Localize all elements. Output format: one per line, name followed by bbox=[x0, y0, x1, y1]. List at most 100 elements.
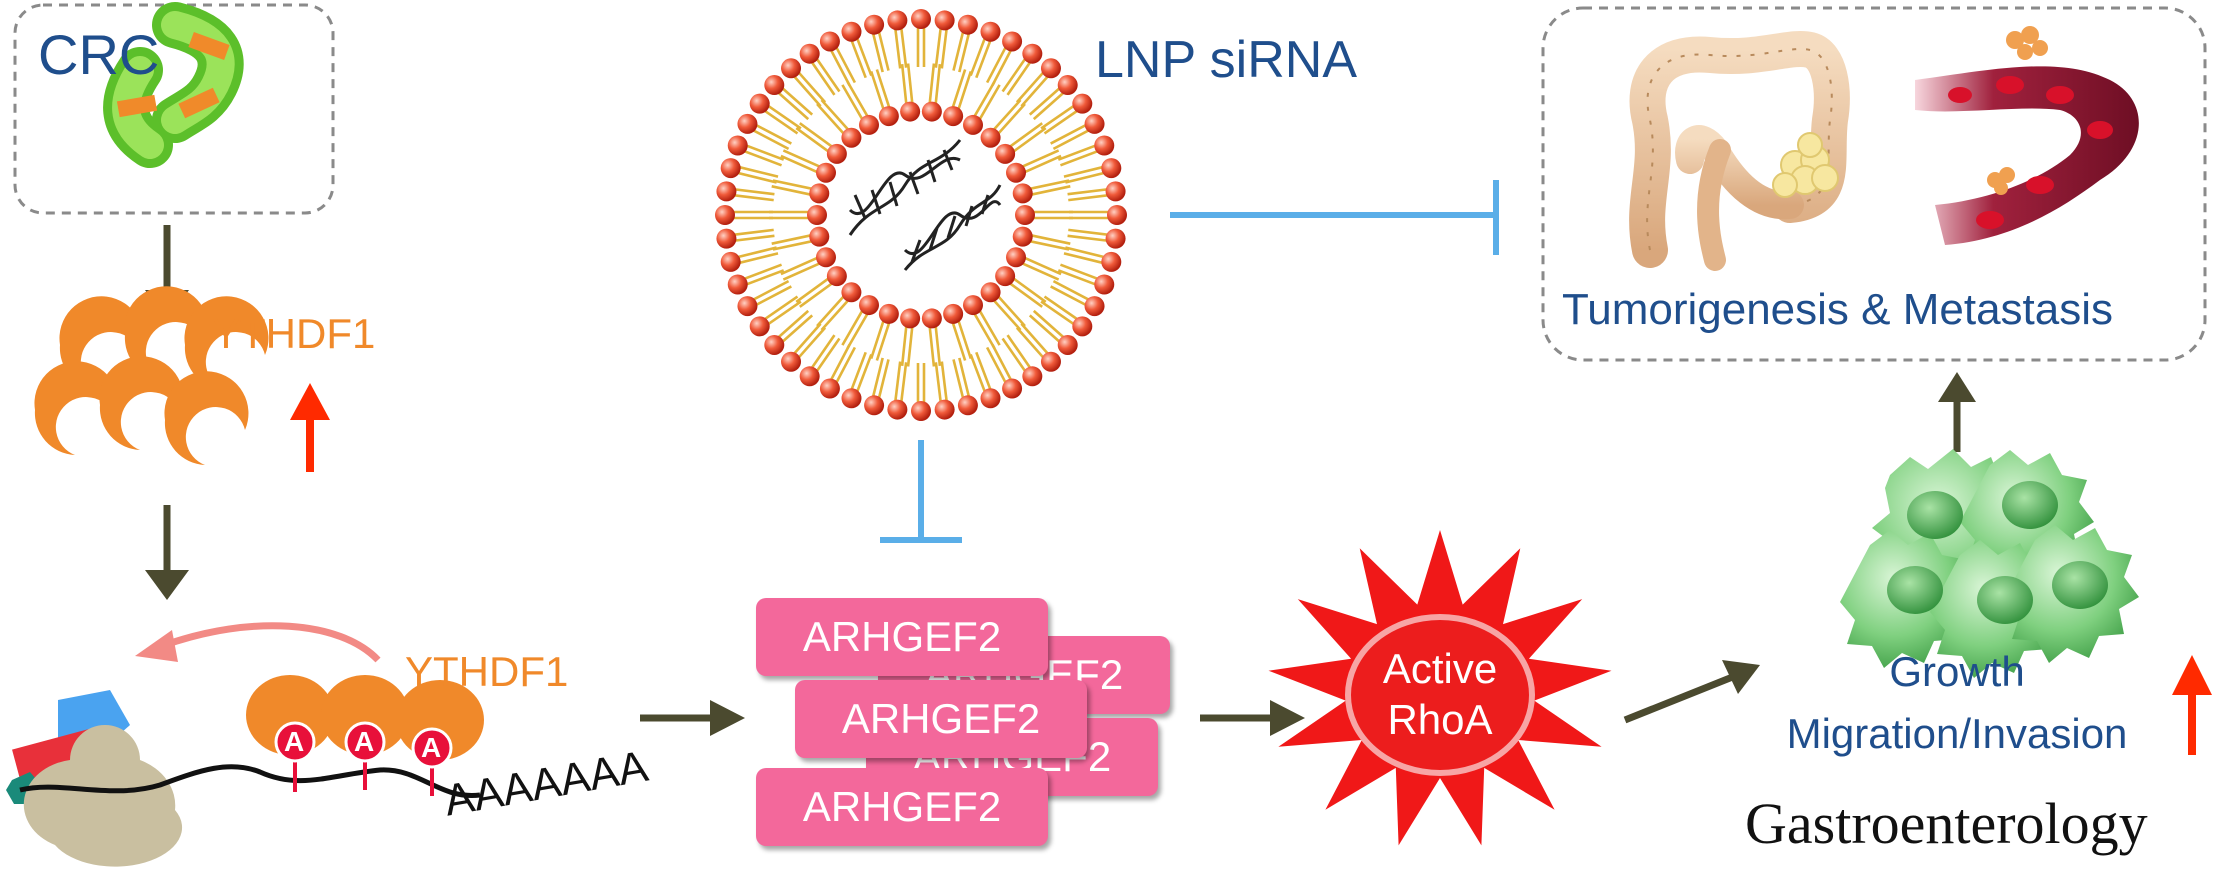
pink-translation-arrow bbox=[135, 622, 381, 663]
lipid-head bbox=[841, 388, 862, 409]
lipid-head bbox=[727, 135, 748, 156]
ythdf1-protein-icon bbox=[34, 286, 269, 465]
active-rhoa-star-icon bbox=[1268, 530, 1612, 846]
lipid-head bbox=[900, 101, 921, 122]
lipid-head bbox=[764, 334, 785, 355]
lipid-head bbox=[1094, 135, 1115, 156]
active-rhoa-line2: RhoA bbox=[1387, 696, 1493, 743]
m6a-mark: A bbox=[284, 726, 305, 757]
cancer-cells-icon bbox=[1840, 449, 2139, 678]
lipid-head bbox=[934, 399, 955, 420]
up-arrow-icon bbox=[290, 383, 330, 472]
lipid-head bbox=[819, 31, 840, 52]
outcome-box bbox=[1541, 6, 2207, 362]
lipid-head bbox=[1105, 181, 1126, 202]
lipid-head bbox=[749, 316, 770, 337]
lipid-head bbox=[963, 114, 983, 135]
lipid-head bbox=[781, 58, 802, 79]
lipid-head bbox=[1094, 274, 1115, 295]
lipid-head bbox=[1105, 228, 1126, 249]
lipid-head bbox=[809, 226, 830, 247]
outcome-label: Tumorigenesis & Metastasis bbox=[1562, 285, 2114, 334]
lipid-head bbox=[826, 143, 847, 164]
crc-label: CRC bbox=[38, 23, 160, 86]
lipid-head bbox=[980, 21, 1001, 42]
lipid-head bbox=[878, 303, 899, 324]
lipid-head bbox=[878, 106, 899, 127]
lipid-head bbox=[1002, 31, 1023, 52]
lipid-head bbox=[727, 274, 748, 295]
m6a-mark: A bbox=[421, 732, 442, 763]
arhgef2-chip: ARHGEF2 bbox=[756, 768, 1048, 846]
lipid-head bbox=[980, 388, 1001, 409]
mrna-strand bbox=[19, 764, 481, 798]
lipid-head bbox=[980, 127, 1001, 148]
lipid-head bbox=[1101, 158, 1122, 179]
lipid-head bbox=[1012, 183, 1033, 204]
arrow-rhoa-to-growth bbox=[1623, 660, 1760, 724]
arhgef2-chip: ARHGEF2 bbox=[795, 680, 1087, 758]
lipid-head bbox=[1022, 366, 1043, 387]
lipid-head bbox=[716, 181, 737, 202]
lipid-nanoparticle-icon bbox=[715, 9, 1127, 421]
lipid-head bbox=[1057, 75, 1078, 96]
lipid-head bbox=[911, 9, 931, 29]
lipid-head bbox=[887, 399, 908, 420]
lipid-head bbox=[1107, 205, 1127, 225]
lipid-head bbox=[859, 295, 879, 316]
lipid-head bbox=[980, 282, 1001, 303]
lipid-head bbox=[911, 401, 931, 421]
lipid-head bbox=[781, 351, 802, 372]
m6a-mark: A bbox=[354, 726, 375, 757]
lipid-head bbox=[963, 295, 983, 316]
lipid-head bbox=[995, 143, 1016, 164]
ythdf1-label-top: YTHDF1 bbox=[212, 310, 376, 357]
up-arrow-icon bbox=[2172, 655, 2212, 755]
lipid-head bbox=[809, 183, 830, 204]
migration-label: Migration/Invasion bbox=[1786, 710, 2128, 757]
arhgef2-chip: ARHGEF2 bbox=[756, 598, 1048, 676]
lipid-head bbox=[841, 282, 862, 303]
inhibit-lnp-to-arhgef2 bbox=[880, 440, 962, 543]
blood-vessel-icon bbox=[1915, 26, 2139, 245]
lipid-head bbox=[737, 296, 758, 317]
lipid-head bbox=[749, 93, 770, 114]
lipid-head bbox=[1057, 334, 1078, 355]
ribosome-icon bbox=[6, 690, 183, 867]
lipid-head bbox=[859, 114, 879, 135]
lipid-head bbox=[1022, 43, 1043, 64]
lipid-head bbox=[864, 14, 885, 35]
lipid-head bbox=[887, 10, 908, 31]
ythdf1-label-mid: YTHDF1 bbox=[405, 648, 569, 695]
colon-icon bbox=[1629, 31, 1850, 271]
lipid-head bbox=[764, 75, 785, 96]
lipid-head bbox=[934, 10, 955, 31]
lipid-head bbox=[1006, 162, 1027, 183]
arrow-arhgef2-to-rhoa bbox=[1200, 700, 1305, 736]
lipid-head bbox=[841, 21, 862, 42]
lipid-head bbox=[957, 395, 978, 416]
lipid-head bbox=[815, 162, 836, 183]
arrow-mrna-to-arhgef2 bbox=[640, 700, 745, 736]
lipid-head bbox=[1084, 296, 1105, 317]
lipid-head bbox=[1072, 316, 1093, 337]
arrow-ythdf1-to-mrna bbox=[145, 505, 189, 600]
lipid-head bbox=[1006, 247, 1027, 268]
lipid-head bbox=[715, 205, 735, 225]
lipid-head bbox=[1040, 58, 1061, 79]
lipid-head bbox=[1101, 251, 1122, 272]
lipid-head bbox=[807, 205, 827, 225]
lipid-head bbox=[1040, 351, 1061, 372]
lipid-head bbox=[819, 378, 840, 399]
lipid-head bbox=[720, 158, 741, 179]
lipid-head bbox=[864, 395, 885, 416]
lipid-head bbox=[921, 308, 942, 329]
sirna-helix-icon bbox=[848, 139, 1002, 271]
lipid-head bbox=[1084, 113, 1105, 134]
lipid-head bbox=[799, 366, 820, 387]
lnp-sirna-label: LNP siRNA bbox=[1095, 31, 1358, 89]
lipid-head bbox=[1002, 378, 1023, 399]
lipid-head bbox=[1015, 205, 1035, 225]
lipid-head bbox=[995, 266, 1016, 287]
ythdf1-reader-group bbox=[246, 675, 484, 796]
